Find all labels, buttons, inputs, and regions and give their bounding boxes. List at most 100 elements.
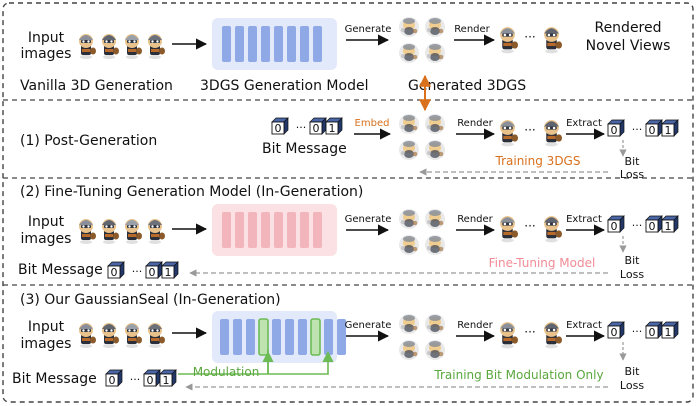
model-layer — [222, 212, 231, 248]
ellipsis-dots: ··· — [524, 30, 535, 44]
model-layer — [246, 319, 255, 355]
bit-dots: ··· — [132, 265, 143, 278]
figure-icon — [79, 34, 96, 59]
figure-icon — [125, 323, 142, 348]
cube-icon: 0 — [645, 119, 663, 137]
cube-icon: 0 — [145, 261, 163, 279]
bit-dots: ··· — [632, 123, 643, 136]
bit-digit: 0 — [275, 122, 282, 135]
figure-icon — [500, 322, 518, 349]
cube-icon: 0 — [143, 369, 161, 387]
cube-icon: 1 — [325, 117, 343, 135]
modulation-label: Modulation — [193, 365, 260, 379]
model-layer — [235, 26, 244, 62]
gaussian-splats-ft — [399, 209, 445, 255]
cube-icon: 0 — [271, 117, 289, 135]
input-images-label-ours-2: images — [21, 336, 72, 352]
model-layer — [313, 26, 322, 62]
figure-icon — [125, 219, 142, 244]
input-images-label-line2: images — [21, 46, 72, 62]
bit-digit: 0 — [649, 220, 656, 233]
model-layer — [261, 26, 270, 62]
input-images-label-ours-1: Input — [28, 319, 65, 335]
gaussian-splat-icon — [425, 43, 445, 63]
finetune-model-layers — [222, 212, 322, 248]
bit-loss-label-ours-2: Loss — [620, 379, 644, 392]
ellipsis-dots: ··· — [524, 123, 535, 137]
figure-icon — [148, 219, 165, 244]
bit-message-label-post: Bit Message — [262, 141, 347, 157]
bit-digit: 0 — [649, 326, 656, 339]
cube-icon: 1 — [661, 321, 679, 339]
cube-icon: 1 — [661, 119, 679, 137]
figure-icon — [125, 34, 142, 59]
gaussian-splat-icon — [425, 209, 445, 229]
bit-loss-label-post-1: Bit — [625, 155, 641, 168]
bit-loss-label-ft-1: Bit — [625, 254, 641, 267]
generate-label-ours: Generate — [345, 320, 392, 331]
model-layer — [272, 319, 281, 355]
gaussian-splats-ours — [399, 314, 445, 360]
figure-icon — [102, 34, 119, 59]
model-layers — [222, 26, 322, 62]
model-layer — [300, 26, 309, 62]
bit-digit: 1 — [329, 122, 336, 135]
input-images-label-ft-2: images — [21, 231, 72, 247]
section-vanilla: Input images Generate Render ··· Rendere… — [20, 17, 670, 112]
bit-digit: 1 — [165, 266, 172, 279]
generation-model-block — [212, 18, 337, 70]
cube-icon: 0 — [309, 117, 327, 135]
bit-loss-label-post-2: Loss — [620, 168, 644, 181]
gaussian-splat-icon — [425, 314, 445, 334]
gaussian-splat-icon — [399, 17, 419, 37]
bit-digit: 1 — [163, 374, 170, 387]
bit-digit: 0 — [147, 374, 154, 387]
cube-icon: 0 — [645, 215, 663, 233]
bit-digit: 0 — [109, 374, 116, 387]
finetune-model-label: Fine-Tuning Model — [489, 256, 596, 270]
bit-dots: ··· — [632, 325, 643, 338]
input-images-row — [79, 34, 165, 59]
gaussian-splat-icon — [399, 140, 419, 160]
modulation-layer — [310, 318, 321, 356]
model-layer — [285, 319, 294, 355]
rendered-views-ours: ··· — [500, 322, 562, 349]
figure-icon — [148, 323, 165, 348]
gaussian-splat-icon — [399, 314, 419, 334]
bit-digit: 0 — [111, 266, 118, 279]
model-layer — [248, 26, 257, 62]
cube-icon: 0 — [607, 215, 625, 233]
gaussian-splat-icon — [399, 209, 419, 229]
model-layer — [337, 319, 346, 355]
model-layer — [313, 212, 322, 248]
gaussian-splat-icon — [399, 235, 419, 255]
model-layer — [261, 212, 270, 248]
section-title-finetune: (2) Fine-Tuning Generation Model (In-Gen… — [20, 184, 363, 200]
input-images-label-line1: Input — [28, 30, 65, 46]
gaussian-splats-vanilla — [399, 17, 445, 63]
bit-loss-label-ft-2: Loss — [620, 268, 644, 281]
gaussian-splat-icon — [425, 340, 445, 360]
model-label: 3DGS Generation Model — [200, 78, 368, 94]
model-layer — [233, 319, 242, 355]
section-title-post: (1) Post-Generation — [20, 133, 157, 149]
render-label: Render — [454, 24, 490, 35]
model-layer — [222, 26, 231, 62]
model-layer — [287, 212, 296, 248]
figure-icon — [148, 34, 165, 59]
figure-icon — [102, 323, 119, 348]
bit-digit: 0 — [611, 326, 618, 339]
render-label-ours: Render — [457, 320, 493, 331]
cube-icon: 0 — [607, 119, 625, 137]
generated-3dgs-label: Generated 3DGS — [408, 78, 526, 94]
rendered-label-line1: Rendered — [594, 20, 661, 36]
cube-icon: 1 — [661, 215, 679, 233]
bit-dots: ··· — [130, 373, 141, 386]
section-title-vanilla: Vanilla 3D Generation — [20, 78, 173, 94]
ellipsis-dots: ··· — [524, 219, 535, 233]
input-images-row-ours — [79, 323, 165, 348]
gaussian-splat-icon — [399, 43, 419, 63]
bit-digit: 1 — [665, 326, 672, 339]
